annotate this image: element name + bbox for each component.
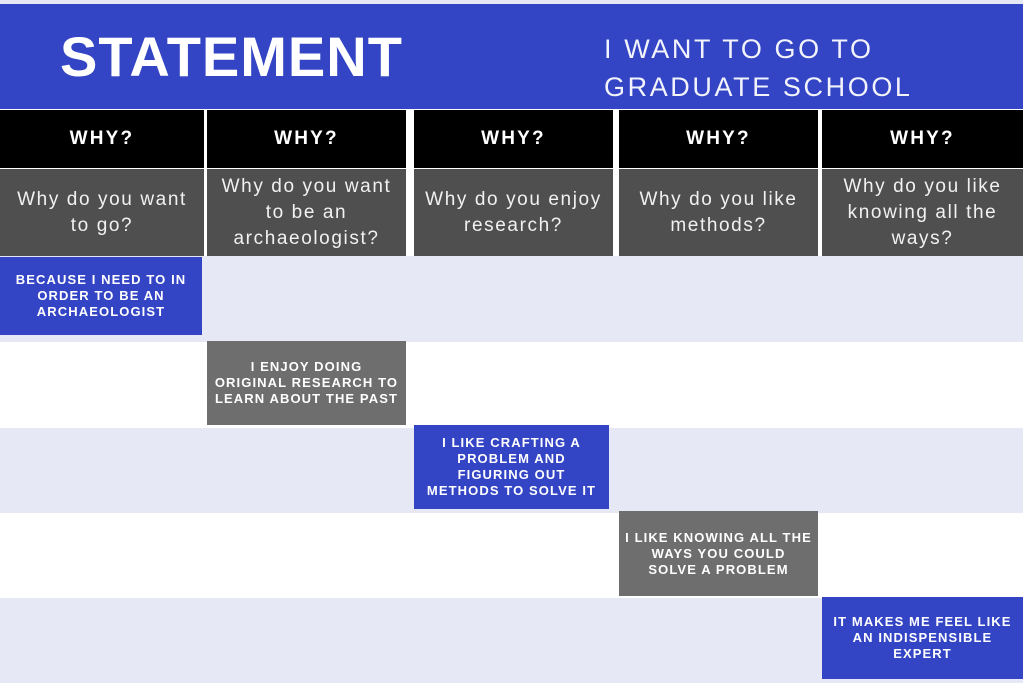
why-header-1: WHY? xyxy=(0,110,204,168)
answer-text: I ENJOY DOING ORIGINAL RESEARCH TO LEARN… xyxy=(214,359,399,406)
why-header-label: WHY? xyxy=(686,128,751,149)
answer-text: IT MAKES ME FEEL LIKE AN INDISPENSIBLE E… xyxy=(833,614,1012,661)
why-question-3: Why do you enjoy research? xyxy=(414,169,613,256)
why-header-label: WHY? xyxy=(69,128,135,149)
answer-box-3: I LIKE CRAFTING A PROBLEM AND FIGURING O… xyxy=(414,425,609,509)
why-question-5: Why do you like knowing all the ways? xyxy=(822,169,1023,256)
row-band-2 xyxy=(0,342,1023,428)
answer-box-4: I LIKE KNOWING ALL THE WAYS YOU COULD SO… xyxy=(619,511,818,596)
why-question-text: Why do you like methods? xyxy=(639,188,798,236)
why-header-2: WHY? xyxy=(207,110,406,168)
why-question-text: Why do you like knowing all the ways? xyxy=(843,175,1002,249)
answer-box-1: BECAUSE I NEED TO IN ORDER TO BE AN ARCH… xyxy=(0,257,202,335)
statement-subtitle: I WANT TO GO TO GRADUATE SCHOOL xyxy=(604,34,913,102)
why-question-2: Why do you want to be an archaeologist? xyxy=(207,169,406,256)
why-question-text: Why do you enjoy research? xyxy=(425,188,602,236)
answer-box-2: I ENJOY DOING ORIGINAL RESEARCH TO LEARN… xyxy=(207,341,406,425)
page-title: STATEMENT xyxy=(60,25,403,88)
why-question-4: Why do you like methods? xyxy=(619,169,818,256)
why-question-text: Why do you want to go? xyxy=(17,188,187,236)
why-header-5: WHY? xyxy=(822,110,1023,168)
why-header-label: WHY? xyxy=(481,128,546,149)
why-header-label: WHY? xyxy=(890,128,955,149)
answer-box-5: IT MAKES ME FEEL LIKE AN INDISPENSIBLE E… xyxy=(822,597,1023,679)
why-question-1: Why do you want to go? xyxy=(0,169,204,256)
why-header-4: WHY? xyxy=(619,110,818,168)
answer-text: I LIKE KNOWING ALL THE WAYS YOU COULD SO… xyxy=(625,529,812,577)
answer-text: I LIKE CRAFTING A PROBLEM AND FIGURING O… xyxy=(426,435,597,498)
answer-text: BECAUSE I NEED TO IN ORDER TO BE AN ARCH… xyxy=(15,272,187,319)
why-header-3: WHY? xyxy=(414,110,613,168)
why-question-text: Why do you want to be an archaeologist? xyxy=(221,175,392,249)
top-edge-strip xyxy=(0,0,1023,4)
why-header-label: WHY? xyxy=(274,128,339,149)
row-band-4 xyxy=(0,513,1023,598)
header-banner: STATEMENT I WANT TO GO TO GRADUATE SCHOO… xyxy=(0,4,1023,109)
